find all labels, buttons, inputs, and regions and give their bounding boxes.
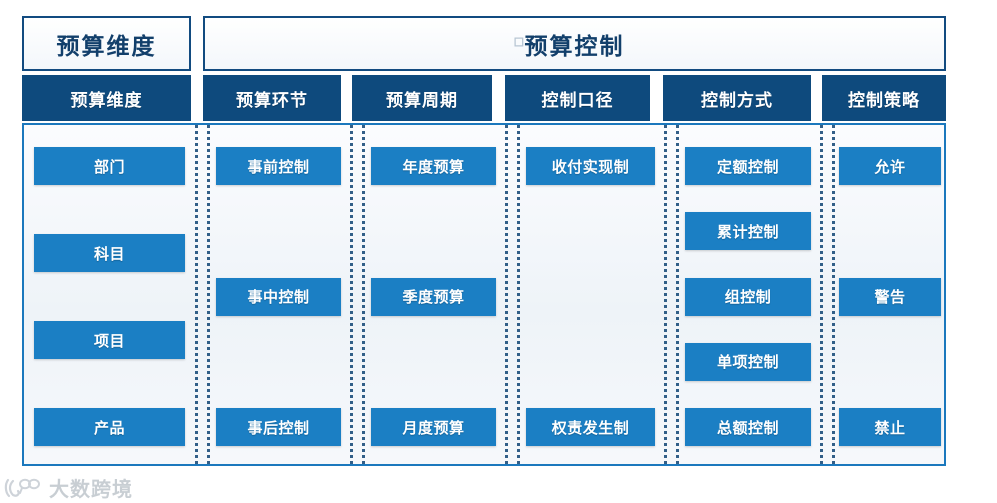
chip-item[interactable]: 季度预算 <box>370 277 497 316</box>
chip-item[interactable]: 单项控制 <box>684 342 812 381</box>
column-separator <box>517 125 520 464</box>
chip-item-label: 事后控制 <box>247 419 310 437</box>
chip-item[interactable]: 事后控制 <box>215 408 342 446</box>
chip-item-label: 事前控制 <box>247 158 310 176</box>
column-budget-cycle: 年度预算季度预算月度预算 <box>362 125 505 464</box>
chip-item-label: 警告 <box>874 289 906 306</box>
chip-item[interactable]: 产品 <box>34 408 185 446</box>
chip-item-label: 总额控制 <box>716 419 779 437</box>
chip-item[interactable]: 警告 <box>838 277 942 316</box>
chip-item-label: 收付实现制 <box>551 158 630 176</box>
column-header-control-strategy: 控制策略 <box>822 75 946 121</box>
chip-item-label: 年度预算 <box>402 158 465 176</box>
column-header-control-caliber: 控制口径 <box>505 75 650 121</box>
chip-item[interactable]: 项目 <box>34 321 185 359</box>
column-header-budget-stage: 预算环节 <box>203 75 341 121</box>
watermark: 大数跨境 <box>4 473 133 502</box>
scan-artifact-icon: ▫ <box>512 28 528 54</box>
column-header-label: 控制策略 <box>848 90 920 110</box>
chip-item-label: 组控制 <box>724 289 772 306</box>
column-header-label: 控制口径 <box>541 90 614 110</box>
chip-item-label: 权责发生制 <box>551 419 630 437</box>
chip-item[interactable]: 事前控制 <box>215 147 342 185</box>
chip-item-label: 累计控制 <box>716 223 779 241</box>
title-budget-dimension: 预算维度 <box>22 16 191 71</box>
chip-item[interactable]: 定额控制 <box>684 147 812 185</box>
column-separator <box>505 125 508 464</box>
chip-item-label: 事中控制 <box>247 289 310 306</box>
budget-control-diagram: 预算维度 ▫ 预算控制 预算维度 预算环节 预算周期 控制口径 控制方式 控制策… <box>22 16 946 466</box>
column-control-strategy: 允许警告禁止 <box>832 125 944 464</box>
title-budget-dimension-label: 预算维度 <box>56 32 157 59</box>
chip-item-label: 科目 <box>93 245 125 263</box>
column-control-caliber: 收付实现制权责发生制 <box>517 125 664 464</box>
column-separator <box>362 125 365 464</box>
column-control-method: 定额控制累计控制组控制单项控制总额控制 <box>676 125 820 464</box>
chip-item[interactable]: 部门 <box>34 147 185 185</box>
chip-item[interactable]: 组控制 <box>684 277 812 316</box>
chip-item-label: 季度预算 <box>402 289 465 306</box>
chip-item-label: 月度预算 <box>402 419 465 437</box>
column-separator <box>207 125 210 464</box>
column-separator <box>195 125 198 464</box>
column-budget-stage: 事前控制事中控制事后控制 <box>207 125 350 464</box>
chip-item[interactable]: 允许 <box>838 147 942 185</box>
chip-item[interactable]: 权责发生制 <box>525 408 656 446</box>
column-separator <box>664 125 667 464</box>
brand-logo-icon <box>4 477 44 499</box>
diagram-body-panel: 部门科目项目产品 事前控制事中控制事后控制 年度预算季度预算月度预算 收付实现制… <box>22 123 946 466</box>
column-separator <box>832 125 835 464</box>
diagram-title-row: 预算维度 ▫ 预算控制 <box>22 16 946 71</box>
column-header-label: 预算维度 <box>70 90 143 110</box>
chip-item[interactable]: 总额控制 <box>684 408 812 446</box>
chip-item[interactable]: 年度预算 <box>370 147 497 185</box>
column-separator <box>350 125 353 464</box>
column-header-label: 预算周期 <box>386 90 458 110</box>
column-separator <box>676 125 679 464</box>
column-header-control-method: 控制方式 <box>663 75 811 121</box>
chip-item-label: 部门 <box>93 158 125 176</box>
chip-item[interactable]: 收付实现制 <box>525 147 656 185</box>
chip-item-label: 允许 <box>874 158 906 176</box>
chip-item[interactable]: 禁止 <box>838 408 942 446</box>
chip-item[interactable]: 科目 <box>34 234 185 272</box>
chip-item-label: 项目 <box>93 332 125 350</box>
chip-item-label: 定额控制 <box>716 158 779 176</box>
chip-item[interactable]: 事中控制 <box>215 277 342 316</box>
title-budget-control: ▫ 预算控制 <box>203 16 946 71</box>
column-budget-dimension: 部门科目项目产品 <box>24 125 195 464</box>
chip-item[interactable]: 月度预算 <box>370 408 497 446</box>
watermark-text: 大数跨境 <box>49 479 133 501</box>
column-header-label: 控制方式 <box>701 90 773 110</box>
column-header-row: 预算维度 预算环节 预算周期 控制口径 控制方式 控制策略 <box>22 75 946 121</box>
chip-item-label: 禁止 <box>874 419 906 437</box>
chip-item-label: 单项控制 <box>716 354 779 372</box>
chip-item-label: 产品 <box>93 419 125 437</box>
column-header-budget-cycle: 预算周期 <box>352 75 492 121</box>
column-header-label: 预算环节 <box>236 90 308 110</box>
title-budget-control-label: 预算控制 <box>524 32 625 59</box>
column-header-budget-dimension: 预算维度 <box>22 75 191 121</box>
chip-item[interactable]: 累计控制 <box>684 212 812 251</box>
column-separator <box>820 125 823 464</box>
